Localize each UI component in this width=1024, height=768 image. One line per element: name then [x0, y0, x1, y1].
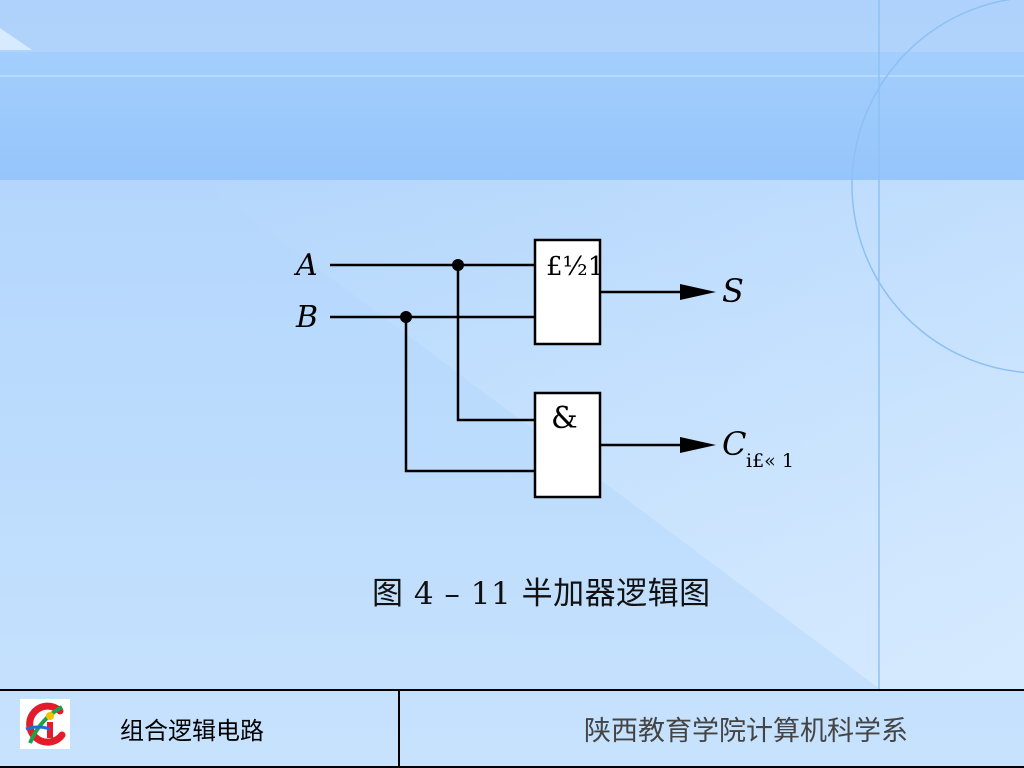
wire-b-branch [404, 317, 535, 473]
footer: 组合逻辑电路 陕西教育学院计算机科学系 [0, 689, 1024, 768]
junction-b [400, 311, 412, 323]
label-c: C [722, 425, 746, 463]
arrow-c-icon [680, 437, 716, 453]
label-b: B [295, 300, 318, 335]
and-gate [533, 391, 602, 499]
junction-a [452, 259, 464, 271]
label-a: A [293, 248, 318, 283]
xor-gate-symbol: £½1 [546, 252, 604, 282]
label-c-subscript: i£« 1 [746, 450, 794, 472]
institution-name: 陕西教育学院计算机科学系 [584, 716, 908, 747]
figure-caption: 图 4 – 11 半加器逻辑图 [372, 576, 711, 612]
label-s: S [722, 272, 744, 310]
and-gate-symbol: & [551, 401, 578, 436]
footer-divider [398, 691, 400, 766]
chapter-title: 组合逻辑电路 [120, 717, 264, 745]
college-logo-icon [20, 699, 70, 749]
wire-a-branch [456, 265, 535, 422]
arrow-s-icon [680, 284, 716, 300]
